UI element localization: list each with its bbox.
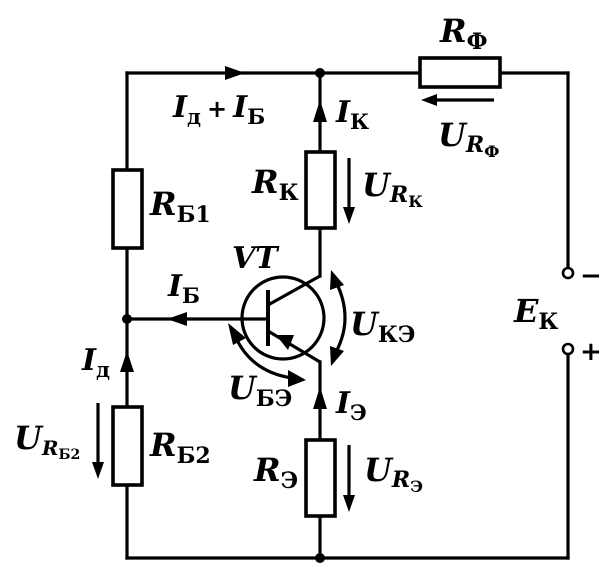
arrow-u-re-head [343, 495, 355, 512]
wires [125, 71, 570, 560]
label-i-d: Iд [81, 343, 110, 382]
node-base [122, 314, 132, 324]
arrow-u-be-arc [234, 337, 293, 380]
resistor-r-b1 [111, 168, 144, 250]
resistor-r-f [418, 56, 502, 89]
resistor-r-k [304, 150, 337, 230]
terminal-minus [561, 266, 575, 280]
node-top [315, 68, 325, 78]
arrow-u-ke-head-top [330, 270, 344, 290]
label-r-b2: RБ2 [149, 426, 211, 469]
arrow-i-b [167, 312, 187, 326]
emitter-arrow [276, 335, 294, 350]
arrow-i-e [313, 387, 327, 409]
label-u-rk: URК [362, 166, 423, 211]
arrow-u-rk-head [343, 207, 355, 224]
arrow-u-rb2-head [92, 462, 104, 479]
terminal-plus [561, 342, 575, 356]
transistor-vt [240, 274, 326, 364]
label-r-e: RЭ [253, 451, 298, 494]
label-u-ke: UКЭ [350, 305, 415, 348]
arrow-u-ke-arc [334, 281, 347, 353]
arrow-u-rf-head [421, 94, 437, 106]
label-e-k: EК [513, 292, 558, 335]
label-u-rf: URФ [438, 116, 499, 161]
arrow-i-k [313, 100, 327, 122]
arrow-u-be-head-right [288, 370, 306, 387]
label-i-k: IК [335, 95, 369, 134]
label-plus: + [580, 337, 602, 367]
label-r-b1: RБ1 [149, 185, 211, 228]
resistor-r-e [304, 438, 337, 518]
arrow-i-d-plus-i-b [225, 66, 245, 80]
label-minus: − [580, 261, 602, 291]
arrow-i-d [120, 351, 134, 372]
label-r-k: RК [251, 163, 299, 206]
label-u-rb2: URБ2 [14, 419, 80, 463]
label-vt: VT [232, 241, 280, 276]
arrows [92, 66, 494, 512]
label-u-re: URЭ [364, 451, 423, 496]
label-r-f: RФ [439, 12, 487, 55]
arrow-u-ke-head-bottom [330, 346, 344, 366]
label-i-d-plus-i-b: Iд+IБ [172, 90, 265, 129]
label-i-e: IЭ [335, 386, 367, 425]
label-u-be: UБЭ [228, 369, 292, 412]
node-bottom [315, 553, 325, 563]
label-i-b: IБ [167, 269, 200, 308]
resistor-r-b2 [111, 405, 144, 487]
arrow-u-be-head-top [228, 323, 246, 345]
